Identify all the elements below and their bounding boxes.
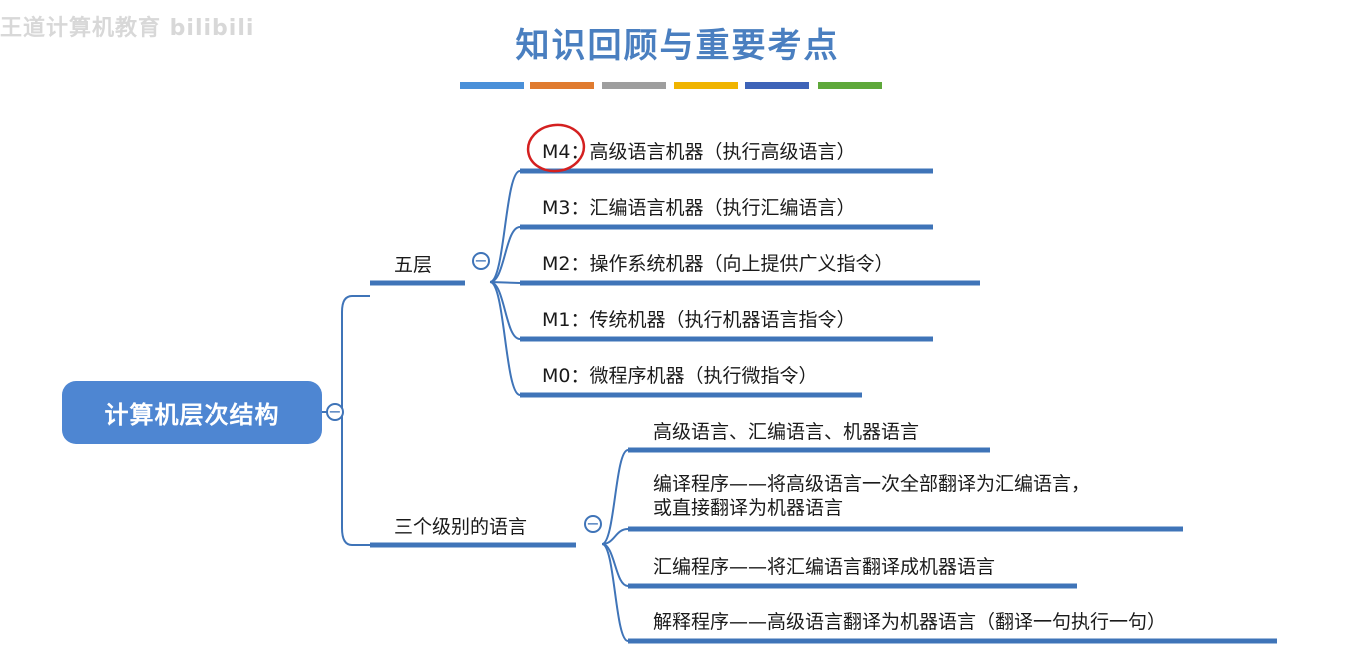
root-node[interactable]: 计算机层次结构 (62, 381, 322, 444)
node-interpreter[interactable]: 解释程序——高级语言翻译为机器语言（翻译一句执行一句） (653, 611, 1167, 633)
fan-m2 (489, 281, 521, 284)
color-bar-gray (602, 82, 666, 89)
node-m1[interactable]: M1：传统机器（执行机器语言指令） (542, 309, 856, 331)
node-compiler[interactable]: 编译程序——将高级语言一次全部翻译为汇编语言， 或直接翻译为机器语言 (653, 472, 1090, 520)
fan-interpreter (601, 543, 629, 642)
fan-m0 (489, 281, 521, 396)
node-m0[interactable]: M0：微程序机器（执行微指令） (542, 365, 818, 387)
color-bar-green (818, 82, 882, 89)
root-branch-curve (341, 295, 353, 546)
node-m2[interactable]: M2：操作系统机器（向上提供广义指令） (542, 253, 894, 275)
fan-assembler (601, 543, 629, 587)
collapse-three-levels-toggle[interactable]: − (584, 515, 602, 533)
fan-lang (601, 449, 629, 545)
collapse-root-toggle[interactable]: − (326, 403, 344, 421)
node-m3[interactable]: M3：汇编语言机器（执行汇编语言） (542, 197, 856, 219)
node-language-levels[interactable]: 高级语言、汇编语言、机器语言 (653, 421, 920, 443)
node-m4[interactable]: M4：高级语言机器（执行高级语言） (542, 141, 856, 163)
color-bar-yellow (674, 82, 738, 89)
node-compiler-line1: 编译程序——将高级语言一次全部翻译为汇编语言， (653, 473, 1091, 495)
fan-m3 (489, 226, 521, 283)
watermark: 王道计算机教育 bilibili (0, 16, 255, 41)
node-assembler[interactable]: 汇编程序——将汇编语言翻译成机器语言 (653, 556, 996, 578)
node-five-layers[interactable]: 五层 (394, 254, 433, 276)
fan-m1 (489, 281, 521, 340)
red-highlight-circle (526, 123, 586, 173)
collapse-five-layers-toggle[interactable]: − (472, 252, 490, 270)
color-bar-orange (530, 82, 594, 89)
color-bar-blue (460, 82, 524, 89)
color-bar-darkblue (745, 82, 809, 89)
fan-compiler (601, 528, 629, 545)
page-title: 知识回顾与重要考点 (515, 26, 840, 66)
node-compiler-line2: 或直接翻译为机器语言 (653, 497, 844, 519)
fan-m4 (489, 170, 521, 283)
node-three-levels[interactable]: 三个级别的语言 (394, 516, 528, 538)
